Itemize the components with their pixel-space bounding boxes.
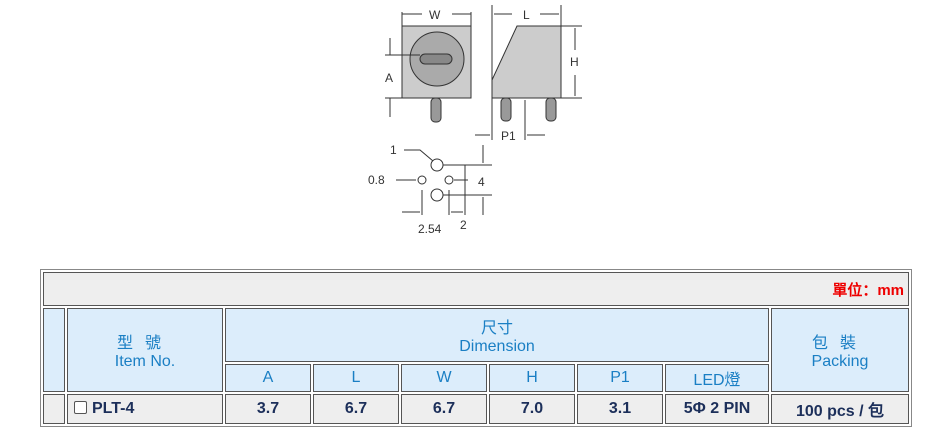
value-a: 3.7 bbox=[225, 394, 311, 424]
a-label: A bbox=[385, 71, 393, 85]
pitch-label: 2.54 bbox=[418, 222, 442, 236]
select-column bbox=[43, 308, 65, 392]
col-p1: P1 bbox=[577, 364, 663, 392]
value-w: 6.7 bbox=[401, 394, 487, 424]
dimension-drawing: W A L H P1 1 0.8 4 2.54 2 bbox=[368, 5, 582, 236]
row-spacer bbox=[43, 394, 65, 424]
pin-layout bbox=[396, 145, 492, 215]
front-view bbox=[385, 12, 472, 123]
hole-label: 0.8 bbox=[368, 173, 385, 187]
col-h: H bbox=[489, 364, 575, 392]
unit-label: 單位：mm bbox=[43, 272, 909, 306]
col-l: L bbox=[313, 364, 399, 392]
value-p1: 3.1 bbox=[577, 394, 663, 424]
value-led: 5Φ 2 PIN bbox=[665, 394, 769, 424]
item-cell: PLT-4 bbox=[67, 394, 223, 424]
p1-label: P1 bbox=[501, 129, 516, 143]
value-h: 7.0 bbox=[489, 394, 575, 424]
col-led: LED燈 bbox=[665, 364, 769, 392]
col-w: W bbox=[401, 364, 487, 392]
offset-label: 2 bbox=[460, 218, 467, 232]
item-name: PLT-4 bbox=[92, 400, 135, 417]
side-view bbox=[475, 5, 582, 140]
pin1-label: 1 bbox=[390, 143, 397, 157]
value-l: 6.7 bbox=[313, 394, 399, 424]
h-label: H bbox=[570, 55, 579, 69]
select-checkbox[interactable] bbox=[74, 401, 87, 414]
value-packing: 100 pcs / 包 bbox=[771, 394, 909, 424]
l-label: L bbox=[523, 8, 530, 22]
w-label: W bbox=[429, 8, 441, 22]
table-row: PLT-4 3.7 6.7 6.7 7.0 3.1 5Φ 2 PIN 100 p… bbox=[43, 394, 909, 424]
col-a: A bbox=[225, 364, 311, 392]
spacing-label: 4 bbox=[478, 175, 485, 189]
